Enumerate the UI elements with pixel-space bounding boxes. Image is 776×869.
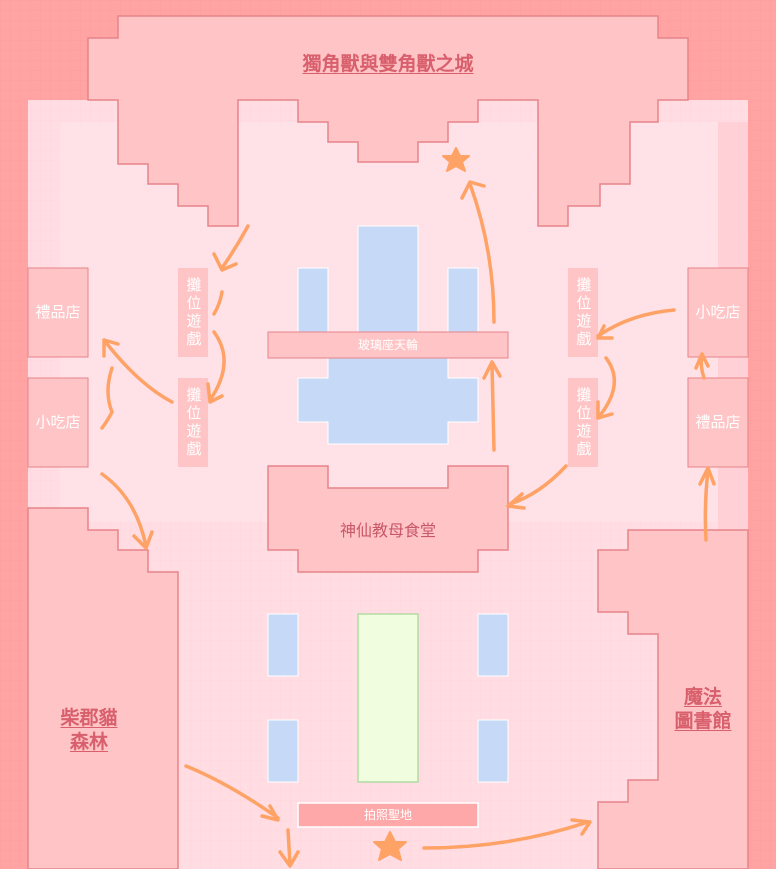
route-arrow-icon (100, 366, 114, 430)
star-icon (442, 147, 470, 172)
water-bottom (297, 357, 479, 445)
photo-spot-label[interactable]: 拍照聖地 (363, 807, 412, 822)
right-gift-shop-label[interactable]: 禮品店 (695, 413, 741, 432)
route-arrow-icon (212, 290, 224, 316)
water-top-center (357, 225, 419, 333)
booth-left-top-label[interactable]: 攤位遊戲 (184, 276, 203, 349)
pool-right-top (477, 613, 509, 677)
pool-left-bottom (267, 719, 299, 783)
ferris-wheel-label[interactable]: 玻璃座天輪 (357, 337, 418, 352)
pool-right-bottom (477, 719, 509, 783)
route-arrow-icon (184, 764, 280, 822)
booth-right-top-label[interactable]: 攤位遊戲 (574, 276, 593, 349)
water-top-left (297, 267, 329, 333)
forest-building (27, 507, 179, 869)
library-label[interactable]: 魔法 圖書館 (658, 683, 748, 737)
route-arrow-icon (102, 338, 174, 404)
right-snack-shop-box (687, 267, 749, 358)
left-snack-shop-label[interactable]: 小吃店 (35, 413, 81, 432)
left-gift-shop-label[interactable]: 禮品店 (35, 303, 81, 322)
library-building (597, 529, 749, 869)
dining-hall-label[interactable]: 神仙教母食堂 (339, 521, 436, 540)
ferris-wheel-bar (267, 331, 509, 359)
booth-left-bottom-label[interactable]: 攤位遊戲 (184, 386, 203, 459)
booth-right-top-box (568, 268, 598, 357)
booth-right-bottom-label[interactable]: 攤位遊戲 (574, 386, 593, 459)
central-lawn (357, 613, 419, 783)
route-arrow-icon (506, 464, 568, 510)
castle-label[interactable]: 獨角獸與雙角獸之城 (302, 53, 474, 76)
route-arrow-icon (698, 466, 716, 542)
route-arrow-icon (206, 330, 226, 404)
route-arrow-icon (596, 356, 617, 420)
star-icon (373, 831, 407, 861)
route-arrow-icon (460, 180, 496, 324)
left-snack-shop-box (27, 377, 89, 468)
library-label-line2: 圖書館 (674, 710, 732, 732)
booth-left-top-box (178, 268, 208, 357)
forest-label-line2: 森林 (69, 731, 108, 753)
right-snack-shop-label[interactable]: 小吃店 (695, 303, 741, 322)
dining-hall-building (267, 465, 509, 573)
water-top-right (447, 267, 479, 333)
booth-right-bottom-box (568, 378, 598, 467)
castle-building (87, 15, 689, 227)
library-label-line1: 魔法 (683, 686, 722, 709)
forest-label[interactable]: 柴郡貓 森林 (28, 704, 150, 758)
route-arrows (100, 180, 716, 868)
left-gift-shop-box (27, 267, 89, 358)
route-arrow-icon (596, 308, 676, 340)
route-arrow-icon (694, 352, 710, 380)
route-arrow-icon (482, 360, 502, 452)
route-arrow-icon (422, 818, 592, 850)
right-gift-shop-box (687, 377, 749, 468)
route-arrow-icon (100, 472, 154, 550)
forest-label-line1: 柴郡貓 (60, 707, 118, 730)
pool-left-top (267, 613, 299, 677)
booth-left-bottom-box (178, 378, 208, 467)
photo-spot-bar (297, 802, 479, 828)
route-arrow-icon (212, 224, 250, 272)
route-arrow-icon (278, 828, 300, 868)
